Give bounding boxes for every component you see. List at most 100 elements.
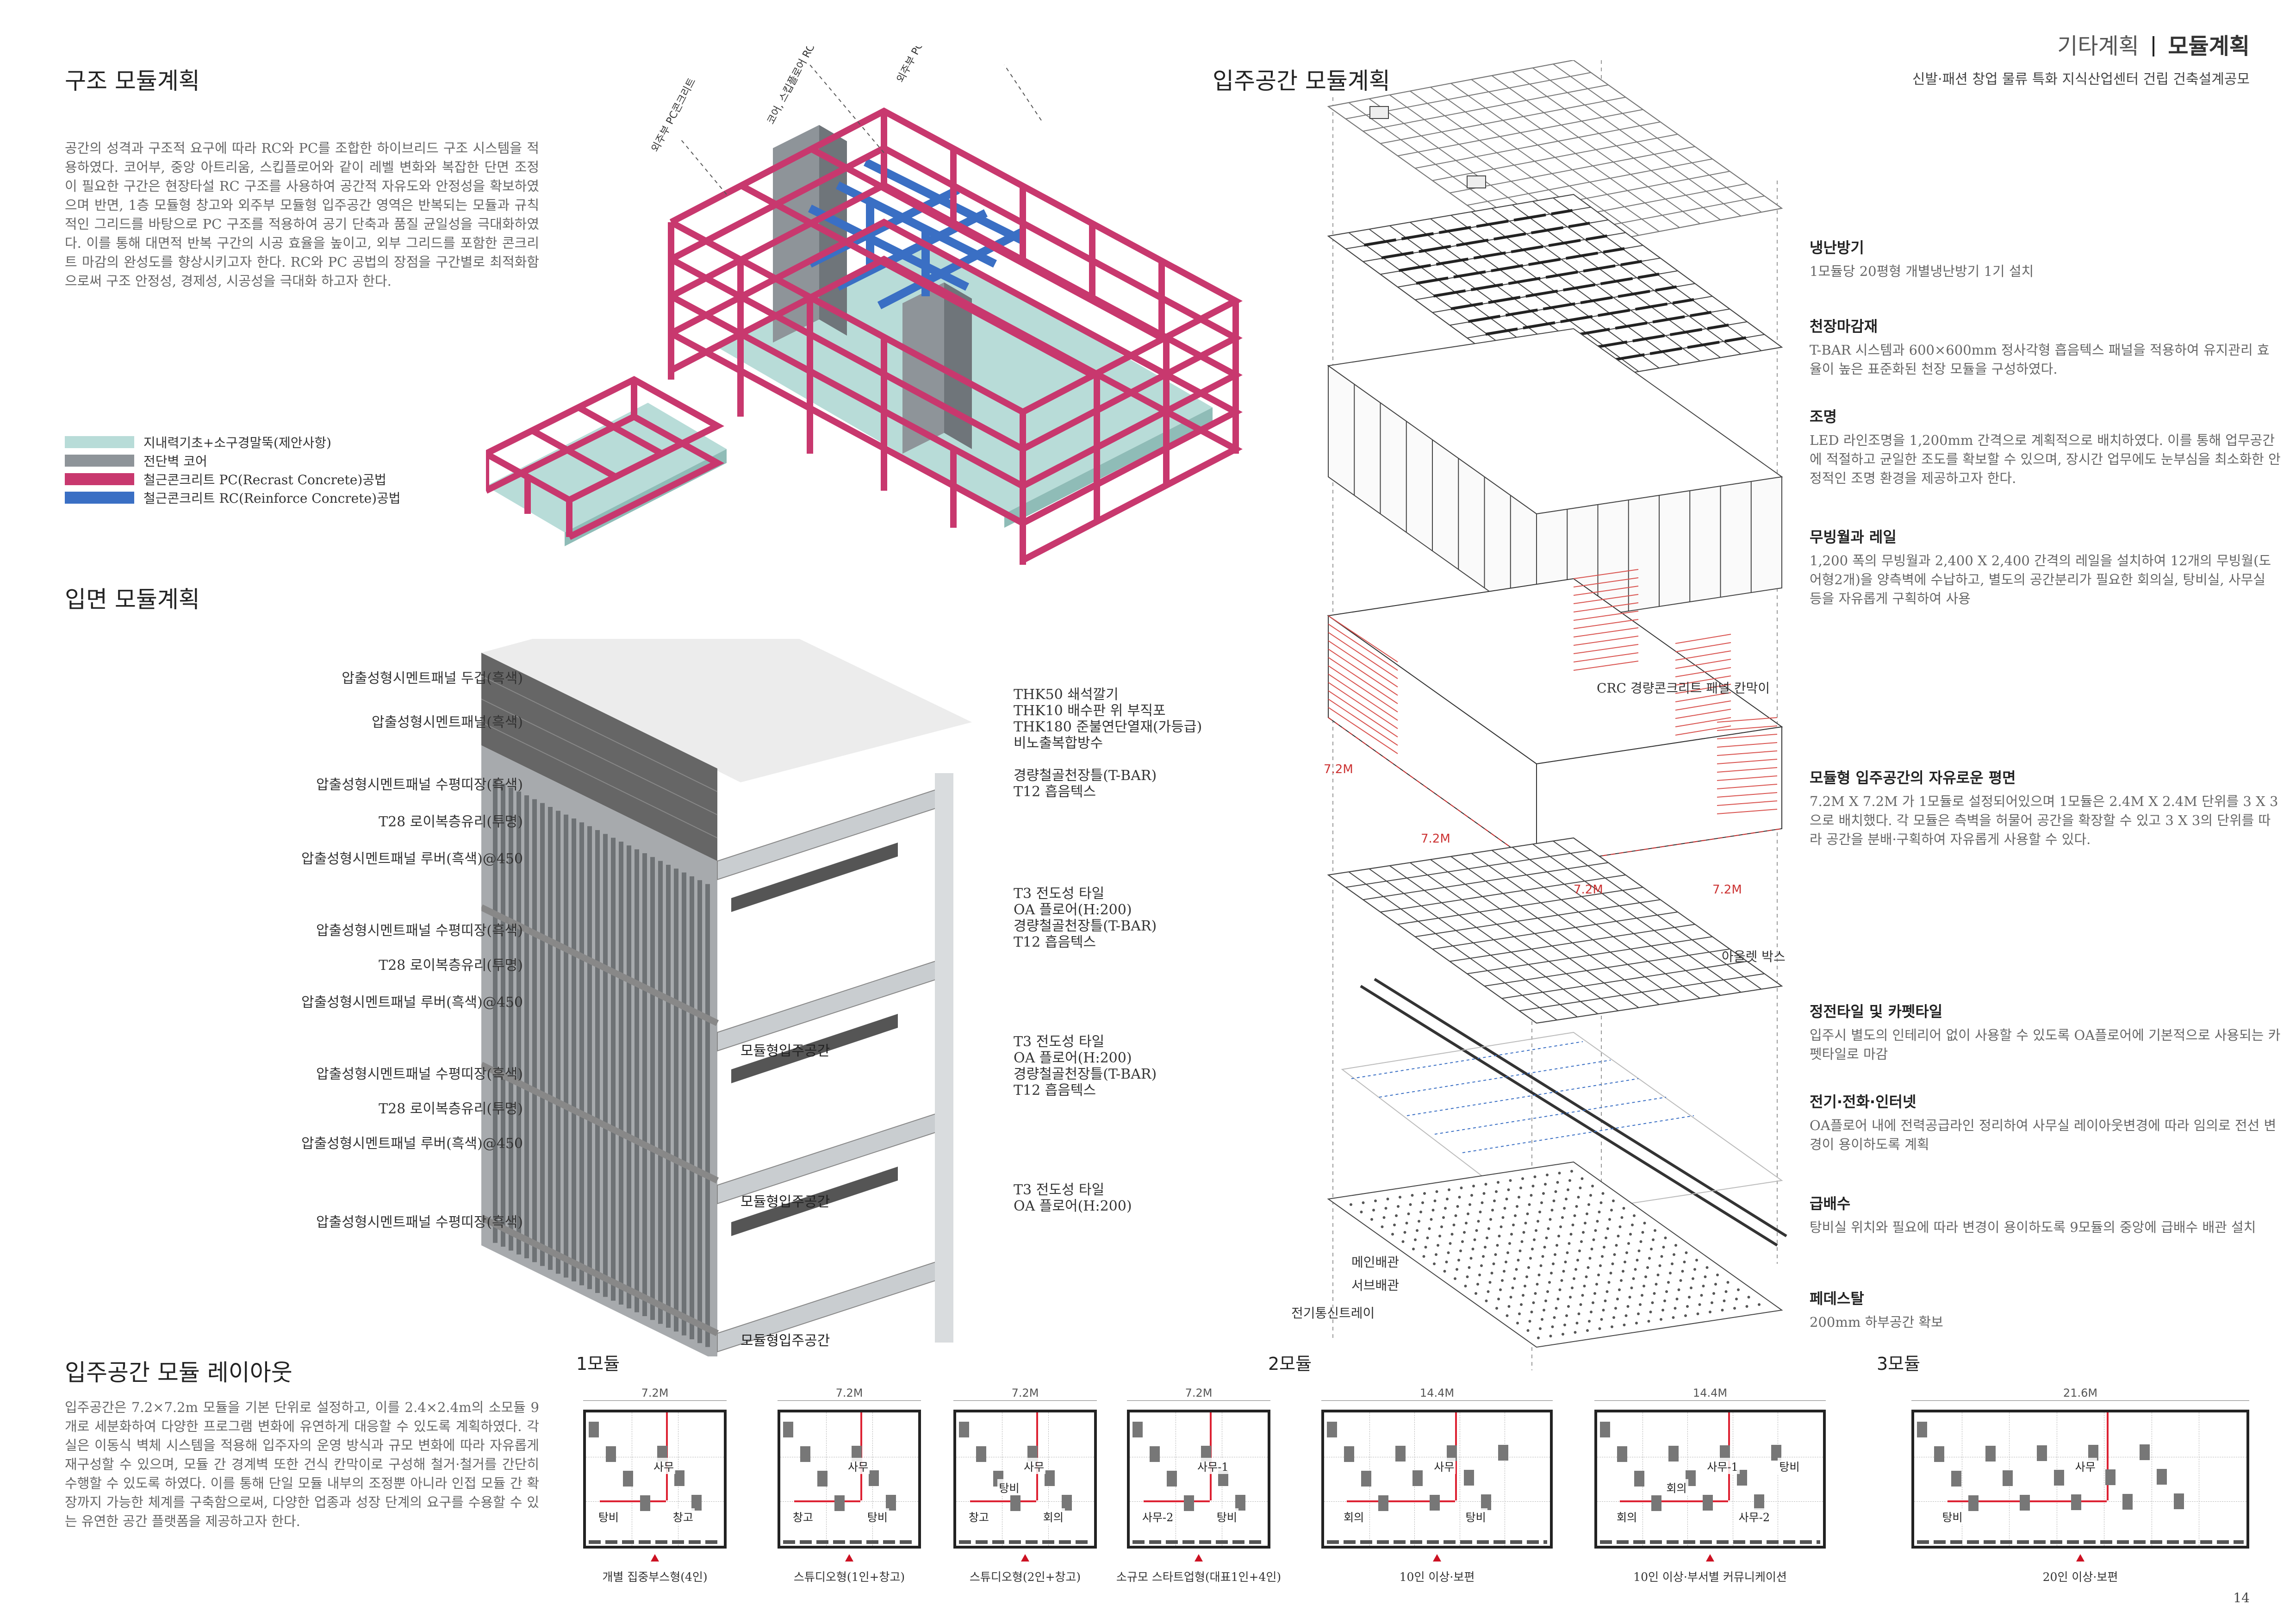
plan-caption: 스튜디오형(1인+창고): [793, 1570, 905, 1584]
room-label: 창고: [967, 1508, 990, 1525]
pedestal-dot: [1478, 1274, 1481, 1276]
group-label-2: 2모듈: [1268, 1354, 1312, 1374]
pedestal-dot: [1440, 1225, 1443, 1228]
pedestal-dot: [1594, 1229, 1597, 1232]
pedestal-dot: [1435, 1190, 1438, 1193]
moving-wall-partition: [1143, 1500, 1210, 1503]
pedestal-dot: [1435, 1253, 1437, 1256]
pedestal-dot: [1537, 1274, 1541, 1276]
pedestal-dot: [1561, 1216, 1564, 1219]
room-label: 탕비: [997, 1479, 1021, 1495]
tenant-section-title: 정전타일 및 카펫타일: [1810, 1003, 1943, 1020]
elevation-right-label: THK10 배수판 위 부직포: [1014, 703, 1166, 719]
pedestal-dot: [1550, 1209, 1554, 1212]
grid-line: [1519, 973, 1765, 1012]
entry-triangle-icon: [1433, 1554, 1441, 1562]
pedestal-dot: [1555, 1307, 1558, 1310]
pedestal-dot: [1569, 1296, 1572, 1299]
pedestal-dot: [1505, 1261, 1507, 1263]
tenant-section-text: OA플로어 내에 전력공급라인 정리하여 사무실 레이아웃변경에 따라 임의로 …: [1810, 1118, 2277, 1152]
pedestal-dot: [1554, 1253, 1556, 1256]
entry-triangle-icon: [845, 1554, 853, 1562]
furniture-block: [1201, 1446, 1211, 1462]
crc-panel-hatch: [1328, 690, 1398, 737]
pedestal-dot: [1641, 1294, 1643, 1297]
pedestal-dot: [1579, 1187, 1582, 1189]
elevation-right-label: 비노출복합방수: [1014, 735, 1103, 751]
pedestal-dot: [1421, 1201, 1424, 1204]
pedestal-dot: [1461, 1240, 1464, 1243]
pedestal-dot: [1543, 1246, 1546, 1249]
pedestal-dot: [1737, 1288, 1740, 1291]
pedestal-dot: [1477, 1220, 1480, 1223]
pedestal-dot: [1558, 1288, 1562, 1291]
pedestal-dot: [1591, 1185, 1594, 1187]
pedestal-dot: [1692, 1277, 1694, 1280]
room-label: 사무-1: [1705, 1457, 1740, 1474]
plan-caption: 소규모 스타트업형(대표1인+4인): [1116, 1570, 1282, 1584]
pedestal-dot: [1704, 1275, 1707, 1278]
furniture-block: [1327, 1422, 1337, 1437]
pedestal-dot: [1675, 1298, 1679, 1300]
furniture-block: [1498, 1445, 1508, 1461]
pedestal-dot: [1634, 1268, 1637, 1271]
moving-wall-partition: [970, 1500, 1036, 1503]
elevation-left-label: T28 로이복층유리(투명): [379, 1101, 523, 1117]
pedestal-dot: [1458, 1196, 1461, 1199]
grid-line: [1397, 887, 1643, 925]
annotation-crc: CRC 경량콘크리트 패널 칸막이: [1597, 681, 1770, 696]
pedestal-dot: [1539, 1264, 1543, 1267]
pedestal-dot: [1630, 1287, 1633, 1289]
pedestal-dot: [1677, 1288, 1680, 1291]
plan-caption: 10인 이상·부서별 커뮤니케이션: [1633, 1570, 1787, 1584]
pedestal-dot: [1577, 1312, 1580, 1315]
pedestal-dot: [1456, 1205, 1459, 1208]
pedestal-dot: [1546, 1174, 1549, 1176]
crc-panel-hatch: [1675, 667, 1731, 677]
pedestal-dot: [1433, 1199, 1437, 1202]
moving-wall-partition: [794, 1500, 860, 1503]
pedestal-dot: [1663, 1299, 1666, 1302]
pedestal-dot: [1656, 1274, 1660, 1276]
pedestal-dot: [1563, 1207, 1566, 1210]
pedestal-dot: [1480, 1264, 1483, 1267]
plan-caption: 개별 집중부스형(4인): [602, 1570, 708, 1584]
pedestal-dot: [1673, 1253, 1675, 1256]
pedestal-dot: [1493, 1199, 1496, 1202]
entry-triangle-icon: [651, 1554, 659, 1562]
furniture-block: [589, 1422, 599, 1437]
room-label: 회의: [1342, 1508, 1366, 1525]
tenant-section-text: 1,200 폭의 무빙월과 2,400 X 2,400 간격의 레일을 설치하여…: [1810, 553, 2271, 606]
pedestal-dot: [1631, 1224, 1634, 1226]
elevation-right-label: 경량철골천장틀(T-BAR): [1014, 918, 1157, 934]
crc-panel-hatch: [1573, 602, 1639, 612]
crc-panel-hatch: [1573, 611, 1639, 621]
pedestal-dot: [1442, 1216, 1445, 1219]
furniture-block: [1771, 1445, 1781, 1461]
pedestal-dot: [1509, 1179, 1512, 1182]
pedestal-dot: [1556, 1244, 1558, 1247]
pedestal-dot: [1423, 1192, 1426, 1195]
plan-dimension: 7.2M: [1185, 1387, 1213, 1399]
pedestal-dot: [1557, 1235, 1560, 1237]
room-label: 사무: [1432, 1457, 1456, 1474]
tenant-dim-1: 7.2M: [1324, 762, 1353, 776]
pedestal-dot: [1531, 1185, 1535, 1187]
furniture-block: [1361, 1471, 1371, 1487]
room-label: 회의: [1665, 1479, 1688, 1495]
legend-swatch: [65, 473, 134, 485]
pedestal-dot: [1500, 1225, 1503, 1228]
pedestal-dot: [1714, 1283, 1717, 1286]
pedestal-dot: [1526, 1212, 1529, 1215]
pedestal-dot: [1583, 1285, 1586, 1287]
pedestal-dot: [1530, 1311, 1533, 1313]
pedestal-dot: [1533, 1175, 1537, 1178]
pedestal-dot: [1551, 1325, 1554, 1328]
pedestal-dot: [1622, 1207, 1625, 1210]
